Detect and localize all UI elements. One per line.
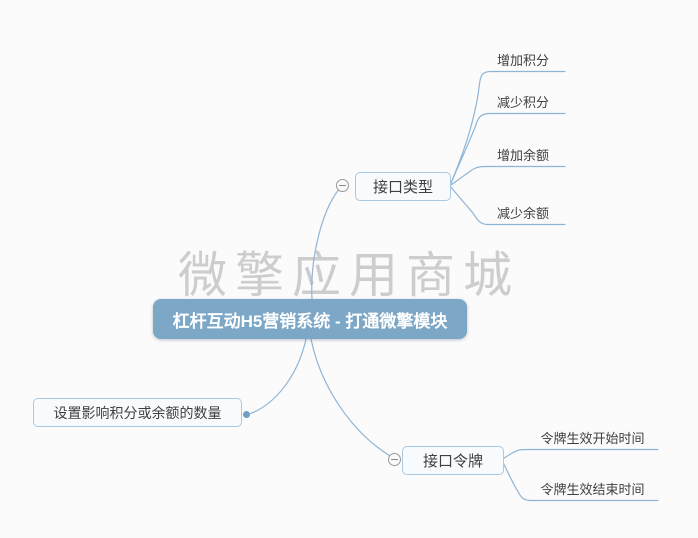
branch-node-interface-type[interactable]: 接口类型 [355,172,451,201]
collapse-button-interface-token[interactable] [388,453,401,466]
child-topic-add-points[interactable]: 增加积分 [496,52,549,68]
minus-icon [391,459,398,460]
collapse-button-interface-type[interactable] [336,179,349,192]
child-topic-token-end-time[interactable]: 令牌生效结束时间 [540,481,645,497]
minus-icon [339,185,346,186]
root-topic-node[interactable]: 杠杆互动H5营销系统 - 打通微擎模块 [153,299,467,339]
watermark: 微擎应用商城 [177,249,520,303]
child-topic-reduce-balance[interactable]: 减少余额 [496,205,549,221]
connector-anchor-dot [243,411,250,418]
child-topic-reduce-points[interactable]: 减少积分 [496,94,549,110]
branch-node-interface-token[interactable]: 接口令牌 [402,446,504,475]
child-topic-token-start-time[interactable]: 令牌生效开始时间 [540,430,645,446]
floating-topic-node[interactable]: 设置影响积分或余额的数量 [33,398,242,427]
child-topic-add-balance[interactable]: 增加余额 [496,147,549,163]
